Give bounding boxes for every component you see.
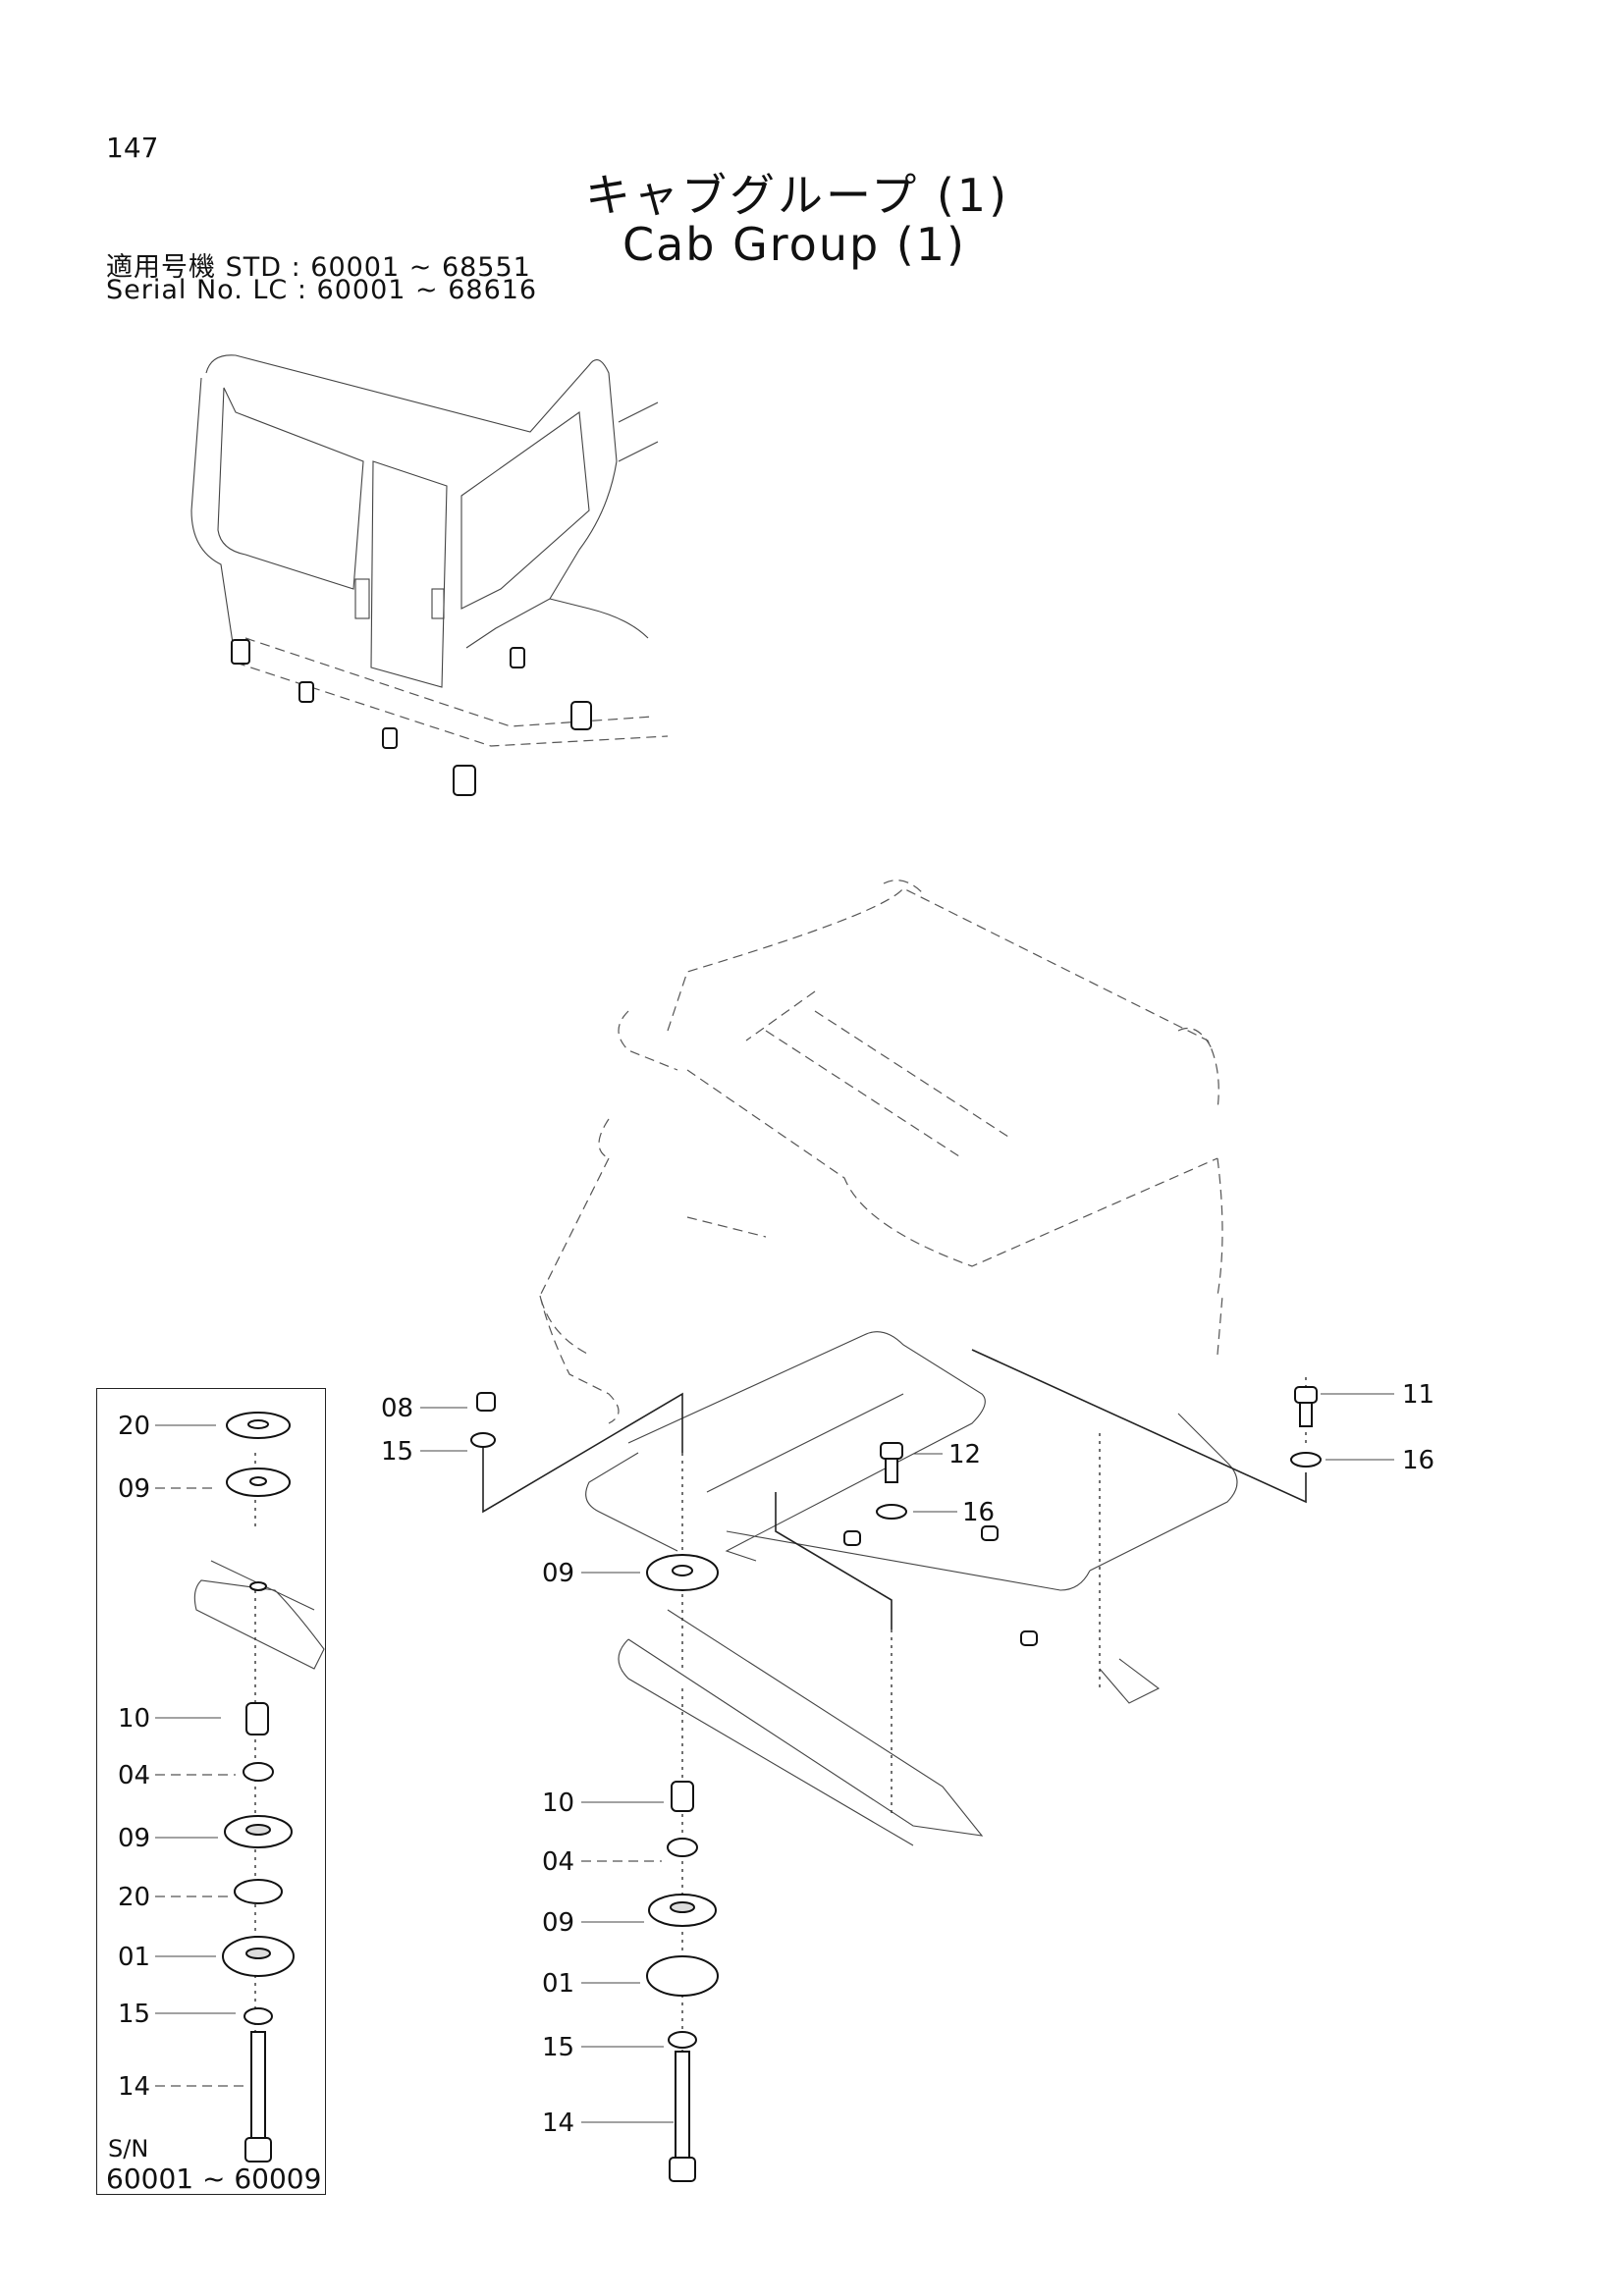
label-15-top: 15 bbox=[381, 1437, 414, 1467]
page-title-english: Cab Group (1) bbox=[622, 218, 966, 271]
serial-inset-box bbox=[96, 1388, 326, 2195]
page-title-japanese: キャブグループ (1) bbox=[585, 169, 1010, 222]
label-14-main: 14 bbox=[542, 2109, 575, 2138]
label-15-main: 15 bbox=[542, 2033, 575, 2062]
applicable-serial-lc: Serial No. LC : 60001 ~ 68616 bbox=[106, 275, 538, 305]
label-04-main: 04 bbox=[542, 1847, 575, 1877]
inset-label-01: 01 bbox=[118, 1943, 151, 1972]
label-leader-lines bbox=[155, 1393, 1394, 2123]
inset-label-15: 15 bbox=[118, 2000, 151, 2029]
inset-label-04: 04 bbox=[118, 1761, 151, 1790]
label-08: 08 bbox=[381, 1394, 414, 1423]
applicable-serial-std: 適用号機 STD : 60001 ~ 68551 bbox=[106, 252, 531, 283]
main-parts-drawing bbox=[470, 1386, 1322, 2182]
label-01-main: 01 bbox=[542, 1969, 575, 1999]
inset-label-10: 10 bbox=[118, 1704, 151, 1734]
inset-sn-label: S/N bbox=[108, 2135, 149, 2163]
inset-sn-range: 60001 ~ 60009 bbox=[106, 2163, 322, 2195]
label-09-lower: 09 bbox=[542, 1908, 575, 1938]
page-number: 147 bbox=[106, 132, 159, 164]
assembly-leader-lines bbox=[254, 1349, 1307, 2130]
inset-label-20b: 20 bbox=[118, 1883, 151, 1912]
label-16-center: 16 bbox=[962, 1498, 996, 1527]
inset-label-09: 09 bbox=[118, 1474, 151, 1504]
inset-label-14: 14 bbox=[118, 2072, 151, 2102]
inset-parts-drawing bbox=[193, 1412, 325, 2163]
label-10-main: 10 bbox=[542, 1789, 575, 1818]
main-cab-drawing bbox=[539, 880, 1238, 1846]
inset-label-09b: 09 bbox=[118, 1824, 151, 1853]
inset-label-20: 20 bbox=[118, 1412, 151, 1441]
label-09-main: 09 bbox=[542, 1559, 575, 1588]
cab-overview-drawing bbox=[190, 354, 669, 796]
label-16-right: 16 bbox=[1402, 1446, 1435, 1475]
label-11: 11 bbox=[1402, 1380, 1435, 1410]
label-12: 12 bbox=[948, 1440, 982, 1469]
